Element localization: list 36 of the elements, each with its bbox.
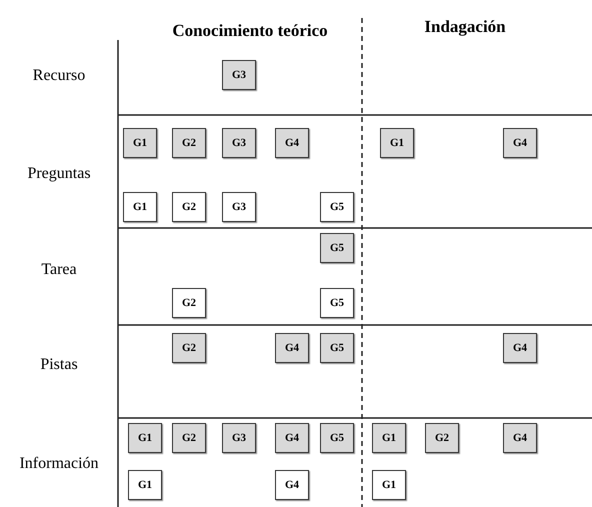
shaded-group-box: G1 (128, 423, 162, 453)
shaded-group-box: G5 (320, 423, 354, 453)
shaded-group-box: G3 (222, 128, 256, 158)
shaded-group-box: G4 (503, 128, 537, 158)
group-box: G1 (123, 192, 157, 222)
row-label: Recurso (32, 66, 86, 86)
shaded-group-box: G4 (275, 423, 309, 453)
shaded-group-box: G3 (222, 423, 256, 453)
shaded-group-box: G5 (320, 233, 354, 263)
shaded-group-box: G5 (320, 333, 354, 363)
row-label: Pistas (39, 355, 79, 375)
group-box: G1 (128, 470, 162, 500)
shaded-group-box: G2 (172, 333, 206, 363)
shaded-group-box: G2 (172, 128, 206, 158)
shaded-group-box: G4 (503, 333, 537, 363)
group-box: G5 (320, 192, 354, 222)
shaded-group-box: G1 (380, 128, 414, 158)
shaded-group-box: G2 (172, 423, 206, 453)
column-header: Conocimiento teórico (171, 20, 329, 42)
shaded-group-box: G1 (123, 128, 157, 158)
shaded-group-box: G4 (275, 333, 309, 363)
group-box: G2 (172, 192, 206, 222)
group-box: G2 (172, 288, 206, 318)
shaded-group-box: G3 (222, 60, 256, 90)
group-box: G5 (320, 288, 354, 318)
column-header: Indagación (423, 16, 507, 38)
shaded-group-box: G4 (275, 128, 309, 158)
row-label: Tarea (40, 260, 78, 280)
group-box: G1 (372, 470, 406, 500)
row-label: Información (18, 454, 100, 474)
shaded-group-box: G4 (503, 423, 537, 453)
group-box: G4 (275, 470, 309, 500)
shaded-group-box: G2 (425, 423, 459, 453)
shaded-group-box: G1 (372, 423, 406, 453)
group-box: G3 (222, 192, 256, 222)
row-label: Preguntas (26, 164, 92, 184)
